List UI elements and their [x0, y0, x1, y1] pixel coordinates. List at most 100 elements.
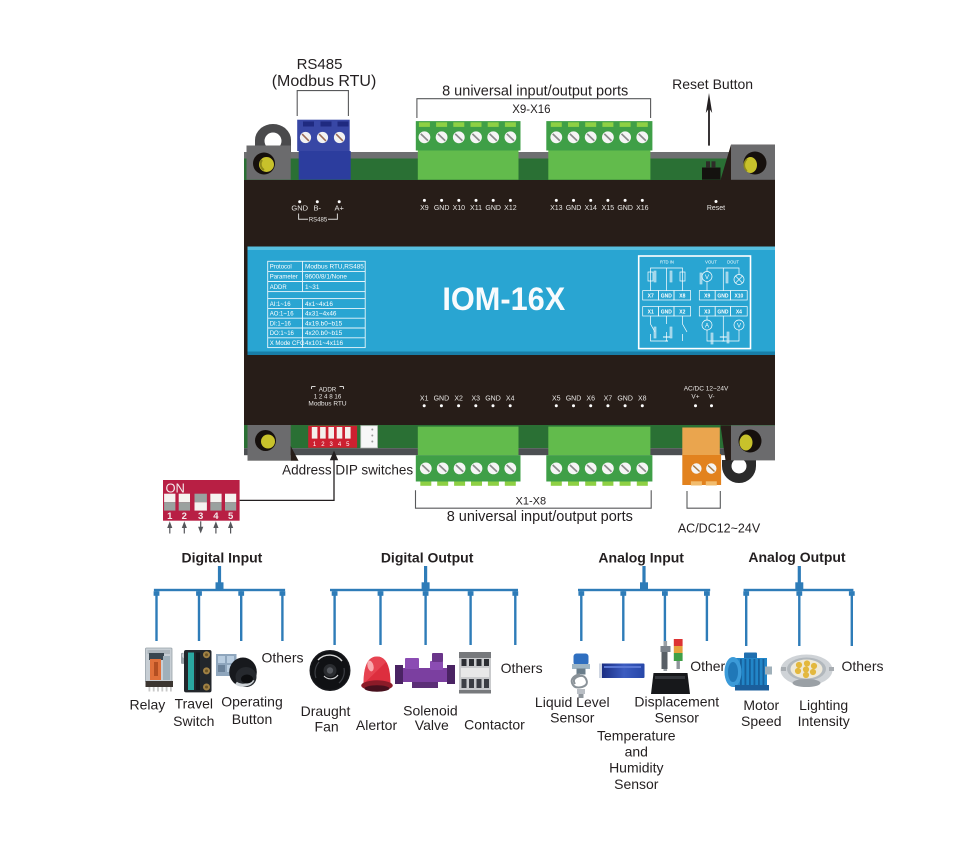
svg-text:DOUT: DOUT — [727, 260, 739, 265]
svg-text:Travel: Travel — [175, 696, 213, 712]
svg-text:9600/8/1/None: 9600/8/1/None — [305, 274, 347, 281]
svg-text:3: 3 — [198, 511, 203, 522]
svg-text:X7: X7 — [604, 396, 613, 403]
svg-text:B-: B- — [314, 204, 322, 213]
svg-text:Reset: Reset — [707, 205, 725, 212]
svg-text:8 universal input/output ports: 8 universal input/output ports — [447, 509, 633, 525]
svg-text:GND: GND — [566, 205, 582, 212]
svg-text:Digital Output: Digital Output — [381, 550, 474, 566]
svg-text:4x101~4x116: 4x101~4x116 — [305, 340, 344, 347]
svg-text:GND: GND — [717, 294, 729, 300]
svg-text:Modbus RTU,RS485: Modbus RTU,RS485 — [305, 264, 364, 271]
svg-text:4: 4 — [213, 511, 219, 522]
svg-text:Operating: Operating — [221, 694, 282, 710]
svg-text:X5: X5 — [552, 396, 561, 403]
svg-text:1: 1 — [167, 511, 173, 522]
svg-text:Others: Others — [501, 660, 543, 676]
svg-text:2: 2 — [182, 511, 187, 522]
svg-text:Sensor: Sensor — [550, 710, 595, 726]
svg-text:1: 1 — [313, 442, 317, 448]
svg-text:Relay: Relay — [130, 697, 166, 713]
svg-text:GND: GND — [617, 205, 633, 212]
svg-text:AC/DC12~24V: AC/DC12~24V — [678, 522, 761, 536]
svg-text:X9: X9 — [420, 205, 429, 212]
svg-text:GND: GND — [566, 396, 582, 403]
svg-text:X10: X10 — [453, 205, 466, 212]
svg-text:Switch: Switch — [173, 713, 214, 729]
svg-text:1~31: 1~31 — [305, 284, 320, 291]
svg-text:V: V — [737, 323, 741, 329]
svg-text:X9: X9 — [704, 294, 710, 300]
svg-text:IOM-16X: IOM-16X — [442, 281, 566, 317]
svg-text:X8: X8 — [679, 294, 685, 300]
svg-text:Fan: Fan — [315, 719, 339, 735]
svg-text:Solenoid: Solenoid — [403, 703, 458, 719]
svg-text:Sensor: Sensor — [655, 710, 700, 726]
svg-text:X6: X6 — [586, 396, 595, 403]
svg-text:RTD IN: RTD IN — [660, 260, 674, 265]
svg-text:Displacement: Displacement — [634, 694, 719, 710]
svg-text:AC/DC 12~24V: AC/DC 12~24V — [684, 386, 729, 393]
svg-text:VOUT: VOUT — [705, 260, 717, 265]
svg-text:5: 5 — [228, 511, 234, 522]
svg-text:Alertor: Alertor — [356, 717, 398, 733]
svg-text:Contactor: Contactor — [464, 717, 525, 733]
svg-text:GND: GND — [485, 396, 501, 403]
svg-text:V: V — [705, 275, 709, 281]
svg-text:RS485: RS485 — [297, 56, 343, 73]
svg-text:Modbus RTU: Modbus RTU — [308, 400, 346, 407]
svg-text:X2: X2 — [679, 310, 685, 316]
svg-text:ADDR: ADDR — [319, 386, 337, 393]
svg-text:Others: Others — [841, 658, 883, 674]
svg-text:A+: A+ — [335, 204, 345, 213]
svg-text:Analog Output: Analog Output — [748, 549, 846, 565]
svg-text:GND: GND — [717, 310, 729, 316]
svg-text:X11: X11 — [470, 205, 482, 212]
svg-text:Draught: Draught — [301, 703, 351, 719]
svg-text:ON: ON — [165, 481, 185, 496]
svg-text:GND: GND — [661, 310, 673, 316]
svg-text:AI:1~16: AI:1~16 — [270, 302, 292, 308]
svg-text:X4: X4 — [736, 310, 742, 316]
svg-text:and: and — [625, 744, 648, 760]
svg-text:4: 4 — [338, 442, 342, 448]
svg-text:(Modbus RTU): (Modbus RTU) — [272, 73, 377, 90]
svg-text:Analog Input: Analog Input — [598, 550, 684, 566]
svg-text:X3: X3 — [472, 396, 481, 403]
svg-text:DI:1~16: DI:1~16 — [270, 321, 292, 327]
svg-text:GND: GND — [434, 396, 450, 403]
svg-text:5: 5 — [346, 442, 350, 448]
svg-text:X15: X15 — [602, 205, 615, 212]
svg-text:8 universal input/output ports: 8 universal input/output ports — [442, 84, 628, 100]
svg-text:1 2 4 8 16: 1 2 4 8 16 — [314, 393, 342, 400]
svg-text:RS485: RS485 — [309, 218, 328, 224]
svg-text:Liquid Level: Liquid Level — [535, 694, 610, 710]
svg-text:Others: Others — [261, 650, 303, 666]
svg-text:Reset Button: Reset Button — [672, 76, 753, 92]
svg-text:X14: X14 — [584, 205, 597, 212]
svg-text:4x1~4x16: 4x1~4x16 — [305, 301, 333, 308]
svg-text:X12: X12 — [504, 205, 517, 212]
svg-text:X1: X1 — [648, 310, 654, 316]
svg-text:GND: GND — [434, 205, 450, 212]
svg-text:V+: V+ — [691, 393, 699, 400]
svg-text:Parameter: Parameter — [270, 275, 298, 281]
svg-text:X10: X10 — [734, 294, 743, 300]
svg-text:Digital Input: Digital Input — [181, 550, 262, 566]
svg-text:X16: X16 — [636, 205, 649, 212]
svg-text:Others: Others — [690, 658, 732, 674]
svg-text:2: 2 — [321, 442, 325, 448]
svg-text:3: 3 — [330, 442, 334, 448]
svg-text:X13: X13 — [550, 205, 563, 212]
svg-text:X1-X8: X1-X8 — [516, 496, 547, 508]
svg-text:Temperature: Temperature — [597, 728, 676, 744]
svg-text:AO:1~16: AO:1~16 — [270, 312, 295, 318]
svg-text:GND: GND — [661, 294, 673, 300]
svg-text:Address DIP switches: Address DIP switches — [282, 463, 413, 478]
svg-text:4x31~4x46: 4x31~4x46 — [305, 311, 337, 318]
svg-text:X9-X16: X9-X16 — [512, 104, 550, 116]
svg-text:Protocol: Protocol — [270, 265, 292, 271]
svg-text:Speed: Speed — [741, 713, 781, 729]
svg-text:Button: Button — [232, 711, 272, 727]
svg-text:GND: GND — [617, 396, 633, 403]
